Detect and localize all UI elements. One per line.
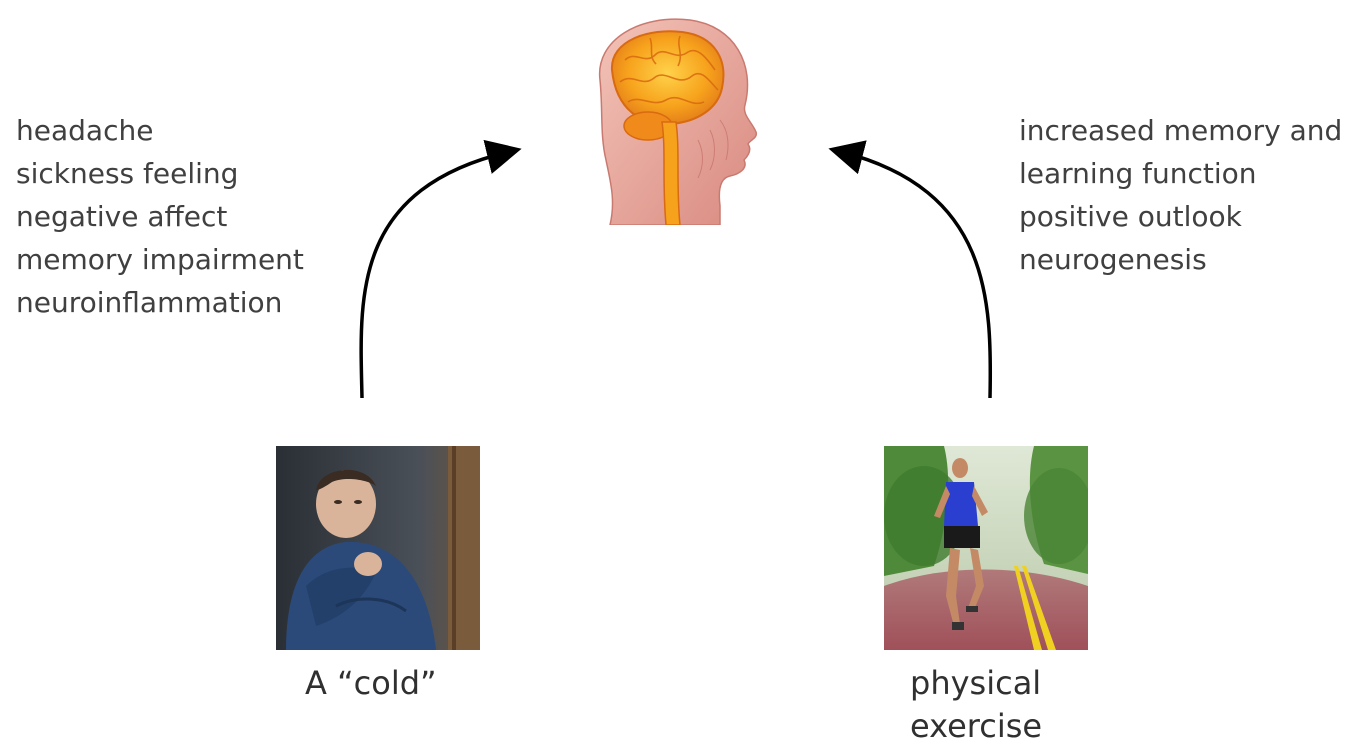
exercise-effect-item: learning function: [1019, 152, 1342, 195]
exercise-caption-line1: physical: [910, 662, 1042, 705]
exercise-effect-item: positive outlook: [1019, 195, 1342, 238]
exercise-effect-item: increased memory and: [1019, 109, 1342, 152]
cold-effect-item: sickness feeling: [16, 152, 304, 195]
cold-effect-item: headache: [16, 109, 304, 152]
exercise-effects-list: increased memory and learning function p…: [1019, 109, 1342, 281]
runner-photo: [884, 446, 1088, 650]
sick-man-photo: [276, 446, 480, 650]
cold-effect-item: neuroinflammation: [16, 281, 304, 324]
cold-caption: A “cold”: [305, 662, 437, 705]
exercise-caption-line2: exercise: [910, 705, 1042, 748]
exercise-effect-item: neurogenesis: [1019, 238, 1342, 281]
cold-effect-item: memory impairment: [16, 238, 304, 281]
brain-head-icon: [570, 10, 770, 225]
left-arrow: [361, 152, 508, 398]
exercise-caption: physical exercise: [910, 662, 1042, 748]
cold-effects-list: headache sickness feeling negative affec…: [16, 109, 304, 324]
right-arrow: [842, 152, 990, 398]
cold-effect-item: negative affect: [16, 195, 304, 238]
